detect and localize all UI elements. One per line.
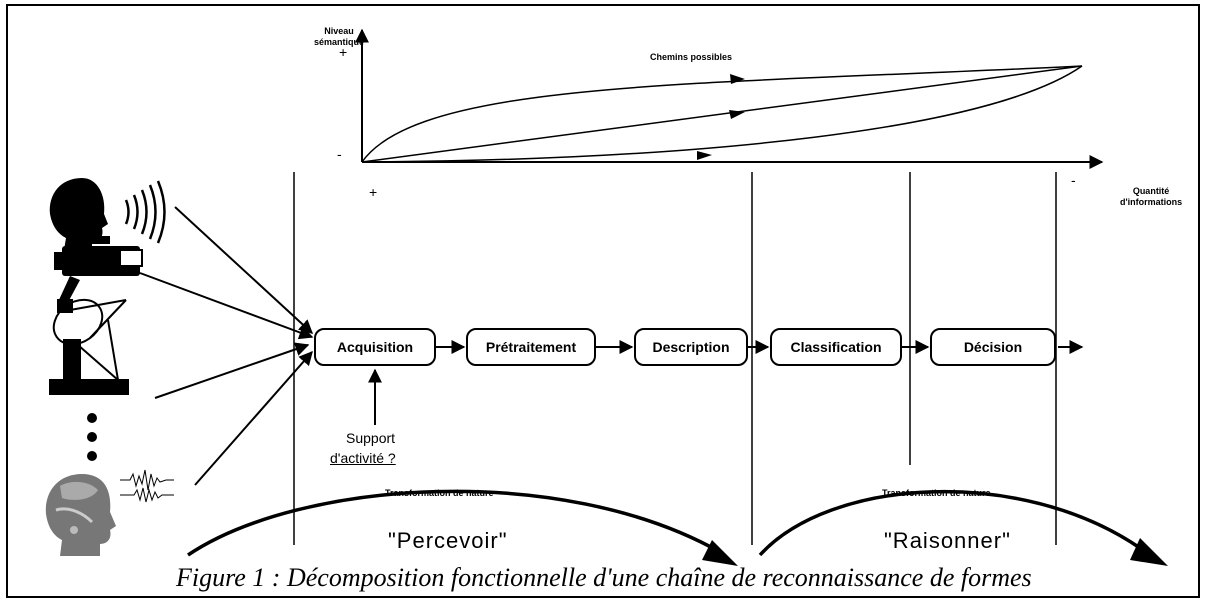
y-axis-label: Niveau sémantique (314, 26, 364, 48)
transform-label-left: Transformation de nature (385, 488, 494, 498)
transform-label-right: Transformation de nature (882, 488, 991, 498)
x-axis-label: Quantité d'informations (1120, 186, 1182, 208)
transform-arc-right-head (1130, 538, 1168, 566)
satellite-dish-icon (49, 298, 129, 395)
source-arrow-voice (174, 206, 314, 334)
path-middle-arrow (729, 110, 745, 119)
source-arrow-camera (139, 272, 314, 340)
ellipsis-dots-icon (87, 413, 97, 461)
path-lower (361, 65, 1083, 163)
figure-frame (6, 4, 1200, 598)
transform-arc-left-head (702, 540, 738, 566)
head-scan-icon (45, 474, 117, 556)
figure-caption: Figure 1 : Décomposition fonctionnelle d… (176, 563, 1032, 592)
y-axis-minus: - (337, 146, 342, 162)
x-axis-minus: - (1071, 172, 1076, 188)
y-axis-label-line2: sémantique (314, 37, 365, 47)
path-upper-arrow (730, 74, 745, 84)
box-decision: Décision (930, 328, 1056, 366)
signal-waveform-icon (120, 469, 174, 503)
sound-waves-icon (124, 180, 166, 244)
x-axis-plus: + (369, 184, 378, 200)
paths-label: Chemins possibles (650, 52, 733, 62)
head-speaking-icon (49, 178, 108, 250)
x-axis-label-line2: d'informations (1120, 197, 1183, 207)
path-lower-arrow (697, 151, 712, 160)
video-camera-icon (54, 236, 143, 306)
path-upper (361, 65, 1083, 163)
y-axis-label-line1: Niveau (324, 26, 354, 36)
transform-arc-left (187, 489, 721, 557)
source-arrow-scan (194, 350, 313, 486)
box-classification: Classification (770, 328, 902, 366)
y-axis-plus: + (339, 44, 348, 60)
phase-raisonner: "Raisonner" (884, 528, 1011, 553)
path-middle (361, 65, 1083, 163)
box-pretraitement: Prétraitement (466, 328, 596, 366)
x-axis-label-line1: Quantité (1132, 186, 1170, 196)
source-arrow-satellite (154, 342, 310, 399)
phase-percevoir: "Percevoir" (388, 528, 508, 553)
transform-arc-right (758, 489, 1141, 557)
box-acquisition: Acquisition (314, 328, 436, 366)
support-label-line1: Support (346, 430, 396, 446)
box-description: Description (634, 328, 748, 366)
support-label-line2: d'activité ? (330, 450, 396, 466)
